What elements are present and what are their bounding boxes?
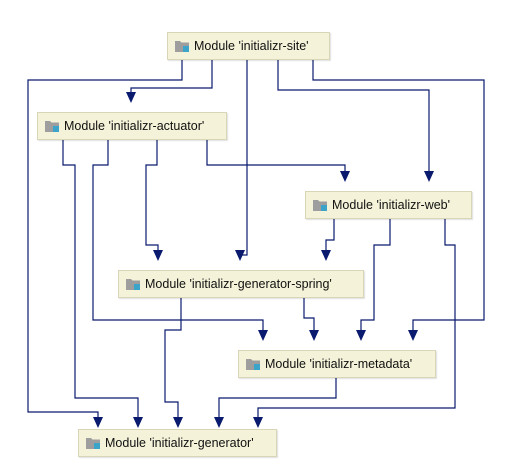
edge-web-to-metadata bbox=[356, 219, 391, 341]
edge-line bbox=[206, 140, 346, 180]
edge-line bbox=[145, 140, 159, 259]
edge-web-to-generator-spring bbox=[321, 219, 335, 261]
arrowhead-icon bbox=[173, 417, 183, 428]
node-label: Module 'initializr-generator' bbox=[105, 436, 254, 450]
module-folder-icon bbox=[45, 121, 59, 132]
node-label: Module 'initializr-web' bbox=[332, 198, 451, 212]
arrowhead-icon bbox=[253, 417, 263, 428]
arrowhead-icon bbox=[126, 92, 136, 103]
node-label: Module 'initializr-site' bbox=[194, 39, 309, 53]
module-folder-icon bbox=[86, 438, 100, 449]
edge-web-to-generator bbox=[253, 219, 456, 428]
node-label: Module 'initializr-generator-spring' bbox=[145, 277, 332, 291]
edge-actuator-to-web bbox=[206, 140, 350, 182]
edge-line bbox=[325, 219, 335, 259]
edge-metadata-to-generator bbox=[214, 378, 337, 428]
edge-line bbox=[62, 140, 139, 426]
edge-actuator-to-metadata bbox=[92, 140, 268, 341]
arrowhead-icon bbox=[321, 250, 331, 261]
edge-site-to-generator bbox=[27, 60, 183, 428]
edge-line bbox=[218, 378, 337, 426]
arrowhead-icon bbox=[309, 330, 319, 341]
edge-site-to-web bbox=[277, 60, 434, 182]
module-folder-icon bbox=[246, 359, 260, 370]
edge-generator-spring-to-metadata bbox=[303, 298, 319, 341]
edge-line bbox=[360, 219, 391, 339]
arrowhead-icon bbox=[153, 250, 163, 261]
edge-site-to-actuator bbox=[126, 60, 213, 103]
node-label: Module 'initializr-actuator' bbox=[64, 119, 205, 133]
edge-line bbox=[277, 60, 430, 180]
arrowhead-icon bbox=[356, 330, 366, 341]
edge-generator-spring-to-generator bbox=[164, 298, 183, 428]
node-initializr-generator-spring[interactable]: Module 'initializr-generator-spring' bbox=[118, 270, 364, 298]
arrowhead-icon bbox=[93, 417, 103, 428]
edge-line bbox=[312, 60, 485, 339]
edge-line bbox=[239, 60, 248, 259]
edge-line bbox=[303, 298, 315, 339]
arrowhead-icon bbox=[340, 171, 350, 182]
arrowhead-icon bbox=[408, 330, 418, 341]
module-folder-icon bbox=[175, 41, 189, 52]
node-initializr-metadata[interactable]: Module 'initializr-metadata' bbox=[238, 350, 436, 378]
module-folder-icon bbox=[126, 279, 140, 290]
edge-line bbox=[164, 298, 182, 426]
node-initializr-web[interactable]: Module 'initializr-web' bbox=[305, 191, 472, 219]
edge-line bbox=[27, 60, 183, 426]
arrowhead-icon bbox=[214, 417, 224, 428]
module-folder-icon bbox=[313, 200, 327, 211]
arrowhead-icon bbox=[258, 330, 268, 341]
edge-site-to-generator-spring bbox=[235, 60, 248, 261]
edge-line bbox=[92, 140, 264, 339]
arrowhead-icon bbox=[133, 417, 143, 428]
node-initializr-actuator[interactable]: Module 'initializr-actuator' bbox=[37, 112, 227, 140]
edge-site-to-metadata bbox=[312, 60, 485, 341]
arrowhead-icon bbox=[235, 250, 245, 261]
node-initializr-site[interactable]: Module 'initializr-site' bbox=[167, 32, 330, 60]
edge-actuator-to-generator-spring bbox=[145, 140, 163, 261]
edge-line bbox=[257, 219, 456, 426]
node-label: Module 'initializr-metadata' bbox=[265, 357, 413, 371]
arrowhead-icon bbox=[424, 171, 434, 182]
node-initializr-generator[interactable]: Module 'initializr-generator' bbox=[78, 429, 277, 457]
edge-actuator-to-generator bbox=[62, 140, 143, 428]
